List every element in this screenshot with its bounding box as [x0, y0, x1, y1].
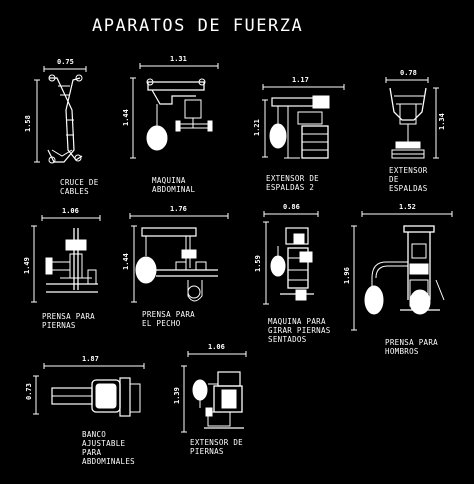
dim-height-extensor-piernas: 1.39: [173, 387, 181, 404]
label-line: AJUSTABLE: [82, 439, 126, 448]
label-line: PRENSA PARA: [42, 312, 95, 321]
label-line: CRUCE DE: [60, 178, 99, 187]
dim-width-extensor-espaldas-2: 1.17: [292, 76, 309, 84]
label-prensa-pecho: PRENSA PARA EL PECHO: [142, 310, 195, 328]
item-prensa-piernas: [31, 215, 101, 303]
label-prensa-piernas: PRENSA PARA PIERNAS: [42, 312, 95, 330]
dim-height-prensa-pecho: 1.44: [122, 253, 130, 270]
label-line: EL PECHO: [142, 319, 181, 328]
label-line: CABLES: [60, 187, 89, 196]
label-line: BANCO: [82, 430, 107, 439]
dim-height-maquina-abdominal: 1.44: [122, 109, 130, 126]
item-prensa-pecho: [129, 213, 229, 303]
label-prensa-hombros: PRENSA PARA HOMBROS: [385, 338, 438, 356]
label-line: PRENSA PARA: [142, 310, 195, 319]
label-banco-ajustable: BANCO AJUSTABLE PARA ABDOMINALES: [82, 430, 135, 466]
item-cruce-cables: [34, 66, 87, 164]
label-line: HOMBROS: [385, 347, 419, 356]
item-banco-ajustable: [33, 363, 145, 417]
label-line: ESPALDAS: [389, 184, 428, 193]
label-line: PIERNAS: [42, 321, 76, 330]
item-maquina-girar-piernas: [263, 211, 319, 305]
label-extensor-espaldas-2: EXTENSOR DE ESPALDAS 2: [266, 174, 319, 192]
label-line: EXTENSOR: [389, 166, 428, 175]
dim-height-banco-ajustable: 0.73: [25, 383, 33, 400]
dim-width-banco-ajustable: 1.87: [82, 355, 99, 363]
label-extensor-espaldas: EXTENSOR DE ESPALDAS: [389, 166, 428, 193]
dim-height-extensor-espaldas: 1.34: [438, 113, 446, 130]
label-line: DE: [389, 175, 399, 184]
label-line: MAQUINA: [152, 176, 186, 185]
dim-width-prensa-hombros: 1.52: [399, 203, 416, 211]
label-line: GIRAR PIERNAS: [268, 326, 331, 335]
label-line: ABDOMINAL: [152, 185, 196, 194]
label-line: ABDOMINALES: [82, 457, 135, 466]
label-line: PARA: [82, 448, 102, 457]
label-line: PIERNAS: [190, 447, 224, 456]
label-line: ESPALDAS 2: [266, 183, 315, 192]
dim-height-extensor-espaldas-2: 1.21: [253, 119, 261, 136]
dim-height-prensa-hombros: 1.96: [343, 267, 351, 284]
label-cruce-cables: CRUCE DE CABLES: [60, 178, 99, 196]
dim-width-maquina-girar-piernas: 0.86: [283, 203, 300, 211]
drawing-title: APARATOS DE FUERZA: [92, 16, 304, 36]
dim-height-cruce-cables: 1.58: [24, 115, 32, 132]
item-prensa-hombros: [351, 211, 453, 331]
dim-width-extensor-piernas: 1.06: [208, 343, 225, 351]
dim-height-prensa-piernas: 1.49: [23, 257, 31, 274]
dim-height-maquina-girar-piernas: 1.59: [254, 255, 262, 272]
label-line: SENTADOS: [268, 335, 307, 344]
label-maquina-girar-piernas: MAQUINA PARA GIRAR PIERNAS SENTADOS: [268, 317, 331, 344]
item-extensor-piernas: [181, 351, 247, 433]
label-line: MAQUINA PARA: [268, 317, 326, 326]
label-line: EXTENSOR DE: [266, 174, 319, 183]
item-extensor-espaldas-2: [262, 84, 345, 159]
item-extensor-espaldas: [385, 77, 439, 159]
label-line: PRENSA PARA: [385, 338, 438, 347]
label-maquina-abdominal: MAQUINA ABDOMINAL: [152, 176, 195, 194]
item-maquina-abdominal: [130, 63, 219, 159]
dim-width-prensa-piernas: 1.06: [62, 207, 79, 215]
label-extensor-piernas: EXTENSOR DE PIERNAS: [190, 438, 243, 456]
dim-width-extensor-espaldas: 0.78: [400, 69, 417, 77]
dim-width-maquina-abdominal: 1.31: [170, 55, 187, 63]
label-line: EXTENSOR DE: [190, 438, 243, 447]
dim-width-prensa-pecho: 1.76: [170, 205, 187, 213]
dim-width-cruce-cables: 0.75: [57, 58, 74, 66]
